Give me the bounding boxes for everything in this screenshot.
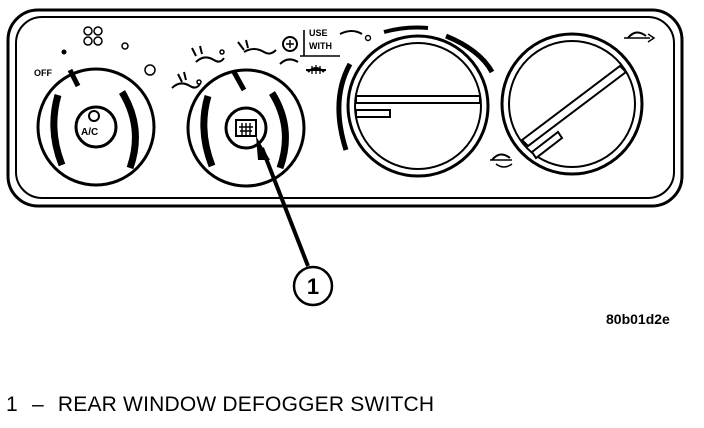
- temperature-scale-top: [383, 25, 429, 34]
- callout-number: 1: [307, 274, 319, 299]
- legend-item: 1 – REAR WINDOW DEFOGGER SWITCH: [6, 393, 434, 417]
- defrost-icon: [306, 65, 326, 74]
- fan-indicator-dot: [61, 49, 67, 55]
- off-label: OFF: [34, 68, 52, 78]
- legend-number: 1: [6, 393, 18, 416]
- temperature-scale-right: [445, 33, 495, 74]
- bilevel-icon: [191, 45, 225, 63]
- air-source-knob[interactable]: [500, 32, 644, 176]
- with-label: WITH: [309, 41, 332, 51]
- temperature-scale-left: [336, 62, 353, 151]
- vent-icon: [171, 71, 202, 89]
- panel-housing-inner: [15, 16, 675, 199]
- fan-speed-knob[interactable]: [36, 67, 156, 187]
- floor-icon: [237, 39, 277, 55]
- legend-dash: –: [31, 393, 44, 416]
- recirculation-icon: [490, 153, 513, 168]
- fan-icon: [83, 26, 103, 46]
- ac-button[interactable]: A/C: [81, 110, 100, 138]
- rear-window-defogger-switch[interactable]: [235, 119, 257, 137]
- panel-housing-outer: [6, 8, 684, 208]
- use-label: USE: [309, 28, 328, 38]
- fan-indicator-dot-small: [121, 42, 129, 50]
- fan-indicator-dot-large: [144, 64, 156, 76]
- callout-marker: 1: [292, 265, 334, 307]
- callout-arrow: [256, 136, 310, 267]
- use-with-bracket: [300, 30, 340, 57]
- ac-label: A/C: [81, 127, 98, 138]
- rear-defrost-icon: [364, 34, 372, 42]
- figure-code: 80b01d2e: [606, 311, 670, 327]
- temperature-knob[interactable]: [346, 34, 490, 178]
- top-defrost-mark: [339, 30, 363, 35]
- outside-air-icon: [624, 31, 656, 43]
- legend-text: REAR WINDOW DEFOGGER SWITCH: [57, 393, 435, 416]
- floor-defrost-icon: [279, 36, 299, 65]
